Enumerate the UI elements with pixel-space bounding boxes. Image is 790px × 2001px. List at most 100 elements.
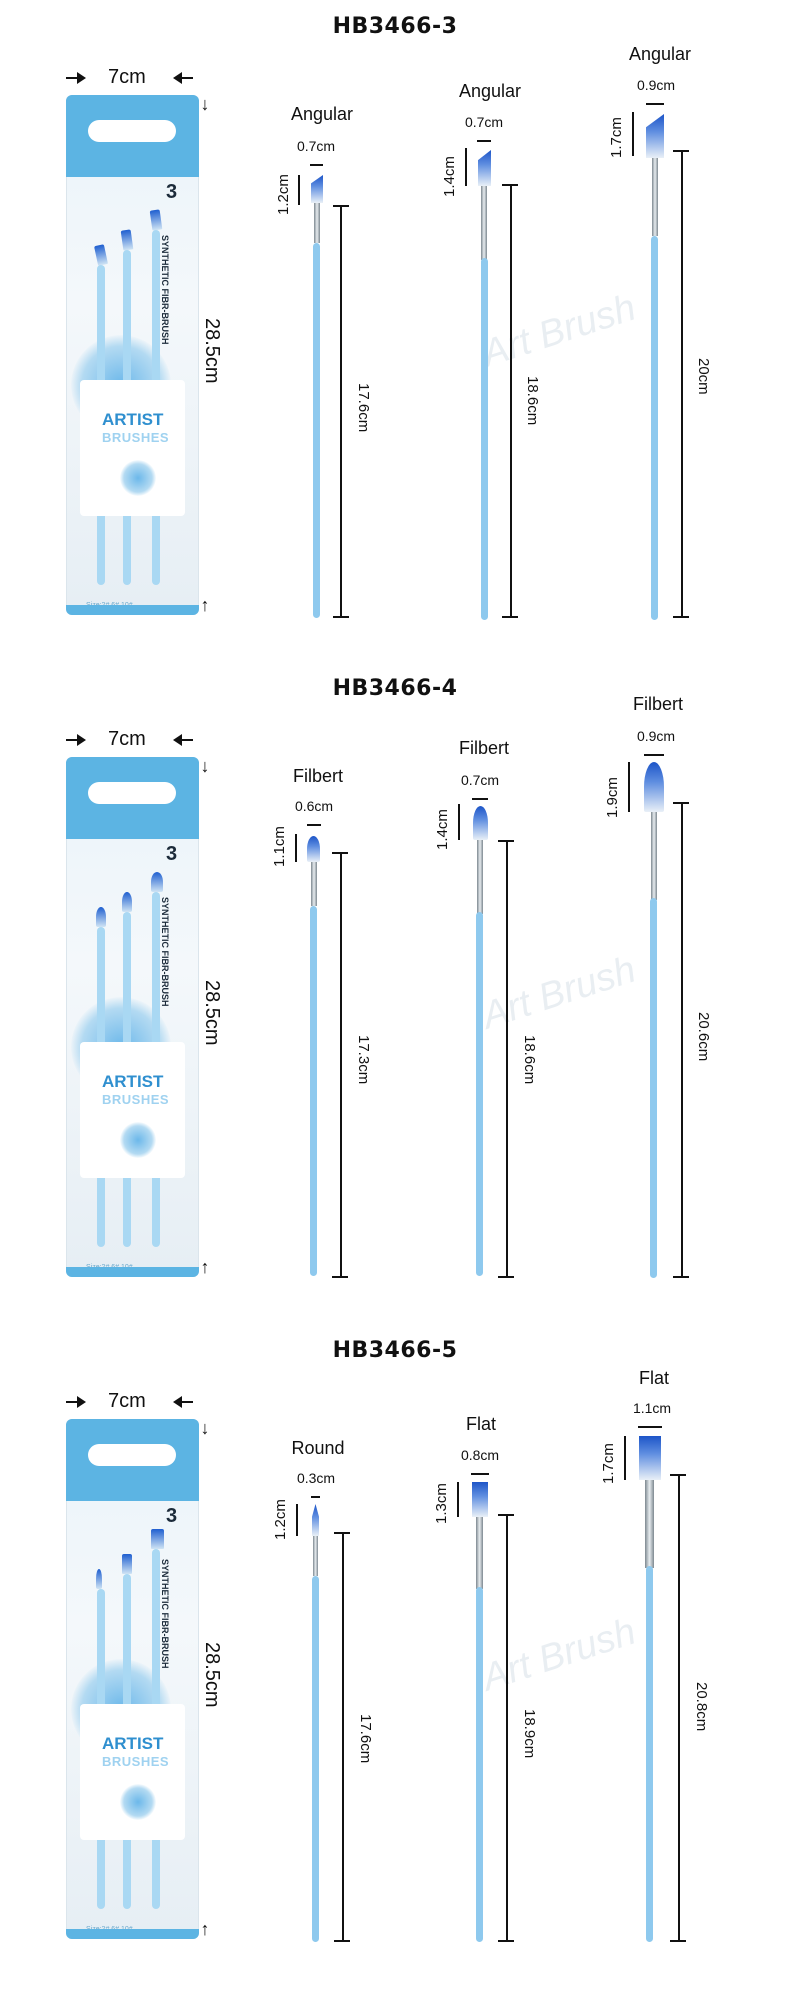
head-tick xyxy=(457,1482,459,1517)
section-hb3466-4: HB3466-4 7cm 3 SYNTHETIC FIBR-BRUSH ARTI… xyxy=(0,662,790,1312)
flower-icon xyxy=(120,1122,156,1158)
head-tick xyxy=(624,1436,626,1480)
head-tick xyxy=(628,762,630,812)
pkg-brush-head-1 xyxy=(96,1569,102,1589)
brand-subtitle: BRUSHES xyxy=(102,430,170,445)
brush-name: Angular xyxy=(458,81,522,101)
package-height-label: 28.5cm xyxy=(201,1642,223,1708)
package-card: 3 SYNTHETIC FIBR-BRUSH ARTIST BRUSHES Si… xyxy=(66,1419,199,1939)
height-arrow-bottom: ↑ xyxy=(200,595,210,615)
brush-handle xyxy=(313,243,320,618)
width-tick xyxy=(477,140,491,142)
package-footer-band xyxy=(66,605,199,615)
width-arrow-right xyxy=(173,734,193,746)
handle-tick xyxy=(340,852,342,1278)
brush-bristles xyxy=(311,175,323,203)
brush-bristles xyxy=(646,114,664,158)
watermark: Art Brush xyxy=(477,286,641,376)
head-tick xyxy=(458,804,460,840)
width-tick xyxy=(311,1496,320,1498)
head-tick xyxy=(298,175,300,205)
pkg-brush-head-3 xyxy=(151,1529,164,1549)
brush-width-label: 0.8cm xyxy=(460,1447,500,1463)
brush-width-label: 0.9cm xyxy=(636,728,676,744)
height-arrow-top: ↓ xyxy=(200,1418,210,1438)
watermark: Art Brush xyxy=(477,1610,641,1700)
handle-tick-top xyxy=(498,1514,514,1516)
handle-tick-bottom xyxy=(498,1276,514,1278)
brush-ferrule xyxy=(313,1536,318,1576)
brush-handle-label: 20.6cm xyxy=(695,1012,712,1062)
brush-head-label: 1.2cm xyxy=(272,1499,289,1540)
width-tick xyxy=(471,1473,489,1475)
brush-head-label: 1.7cm xyxy=(608,117,625,158)
package-height-label: 28.5cm xyxy=(201,318,223,384)
handle-tick-bottom xyxy=(502,616,518,618)
package-footer-band xyxy=(66,1929,199,1939)
brush-name: Filbert xyxy=(458,738,509,758)
brush-ferrule xyxy=(311,862,317,906)
handle-tick-top xyxy=(670,1474,686,1476)
brush-width-label: 0.6cm xyxy=(294,798,334,814)
brush-ferrule xyxy=(314,203,320,243)
brush-name: Filbert xyxy=(292,766,343,786)
brush-handle xyxy=(646,1566,653,1942)
handle-tick xyxy=(681,802,683,1278)
brush-ferrule xyxy=(481,186,487,260)
brush-width-label: 0.3cm xyxy=(296,1470,336,1486)
head-tick xyxy=(465,148,467,186)
width-tick xyxy=(307,824,321,826)
brush-handle xyxy=(651,236,658,620)
handle-tick xyxy=(342,1532,344,1942)
handle-tick-top xyxy=(502,184,518,186)
hang-hole xyxy=(88,782,176,804)
brush-ferrule xyxy=(651,812,657,900)
hang-hole xyxy=(88,1444,176,1466)
handle-tick xyxy=(506,840,508,1278)
handle-tick xyxy=(506,1514,508,1942)
brush-handle-label: 18.6cm xyxy=(524,376,541,426)
brush-width-label: 0.7cm xyxy=(464,114,504,130)
brush-bristles xyxy=(639,1436,661,1480)
brush-handle xyxy=(310,906,317,1276)
section-title: HB3466-5 xyxy=(332,1338,458,1363)
handle-tick xyxy=(678,1474,680,1942)
brush-ferrule xyxy=(477,840,483,914)
brush-ferrule xyxy=(476,1517,483,1589)
handle-tick-top xyxy=(498,840,514,842)
brand-title: ARTIST xyxy=(102,410,164,429)
width-arrow-left xyxy=(66,734,86,746)
brush-width-label: 0.7cm xyxy=(296,138,336,154)
package-side-text: SYNTHETIC FIBR-BRUSH xyxy=(160,1559,170,1669)
pkg-brush-head-2 xyxy=(120,229,134,251)
brush-name: Flat xyxy=(638,1368,669,1388)
pkg-brush-head-3 xyxy=(149,209,163,231)
package-count: 3 xyxy=(166,1505,178,1527)
head-tick xyxy=(296,1504,298,1536)
package-count: 3 xyxy=(166,181,178,203)
width-tick xyxy=(472,798,488,800)
package-footer-band xyxy=(66,1267,199,1277)
brush-bristles xyxy=(644,762,664,812)
brush-head-label: 1.4cm xyxy=(441,156,458,197)
package-card: 3 SYNTHETIC FIBR-BRUSH ARTIST BRUSHES Si… xyxy=(66,757,199,1277)
brush-name: Flat xyxy=(465,1414,496,1434)
brush-handle xyxy=(476,912,483,1276)
handle-tick-bottom xyxy=(333,616,349,618)
brush-ferrule xyxy=(652,158,658,236)
head-tick xyxy=(295,834,297,862)
package-width-label: 7cm xyxy=(108,66,146,88)
brand-title: ARTIST xyxy=(102,1734,164,1753)
package-label-card: ARTIST BRUSHES xyxy=(80,380,185,516)
package-width-label: 7cm xyxy=(108,728,146,750)
handle-tick-bottom xyxy=(498,1940,514,1942)
handle-tick-top xyxy=(673,150,689,152)
brush-width-label: 1.1cm xyxy=(632,1400,672,1416)
width-arrow-right xyxy=(173,1396,193,1408)
brush-handle xyxy=(312,1576,319,1942)
brush-head-label: 1.9cm xyxy=(604,777,621,818)
brush-bristles xyxy=(472,1482,488,1517)
pkg-brush-head-3 xyxy=(151,872,163,892)
handle-tick-bottom xyxy=(332,1276,348,1278)
section-title: HB3466-3 xyxy=(332,14,458,39)
